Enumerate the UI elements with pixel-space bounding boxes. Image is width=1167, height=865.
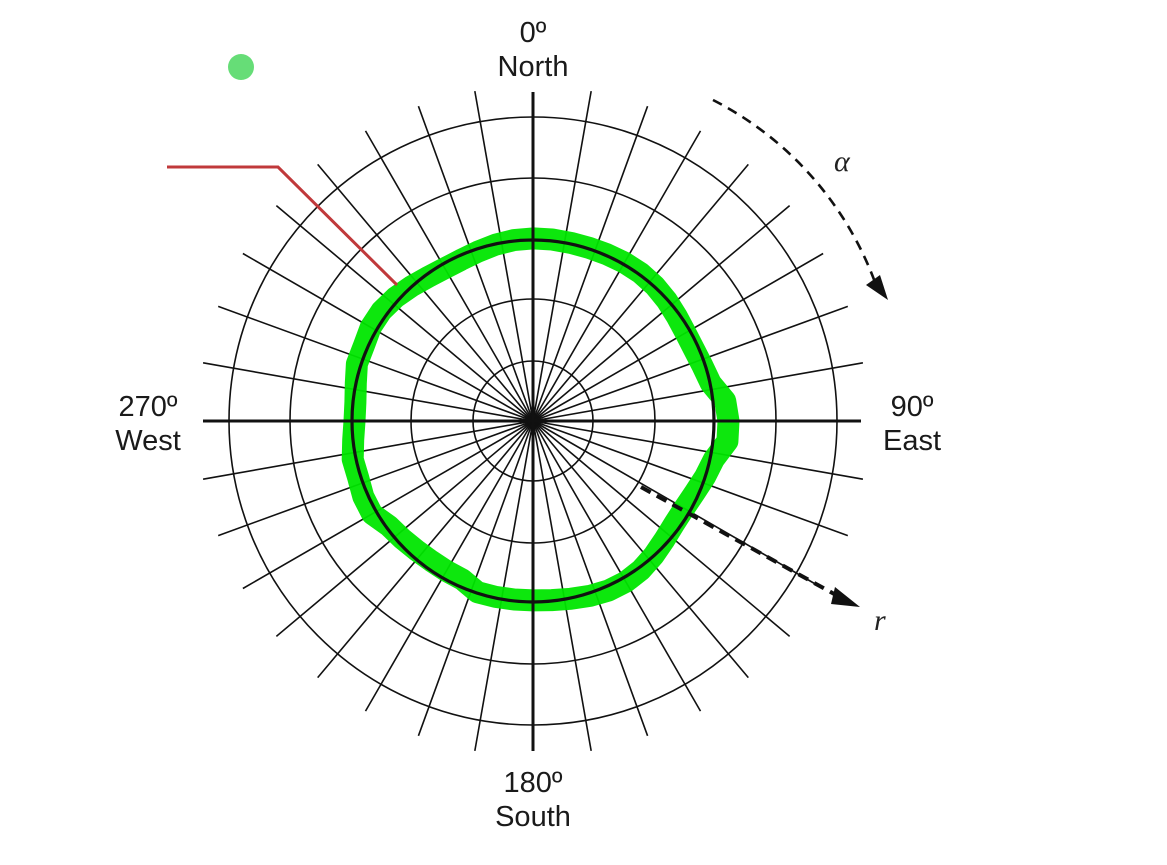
spoke-line <box>532 420 702 712</box>
north-name: North <box>497 51 569 83</box>
spoke-line <box>242 252 534 422</box>
south-label: 180º South <box>473 766 593 834</box>
spoke-line <box>217 420 534 537</box>
angle-arrowhead-icon <box>866 275 888 300</box>
spoke-line <box>532 362 864 422</box>
spoke-line <box>217 305 534 422</box>
east-label: 90º East <box>852 390 972 458</box>
spoke-line <box>532 105 649 422</box>
south-degrees: 180º <box>503 767 563 799</box>
spoke-line <box>532 420 849 537</box>
spoke-line <box>532 163 749 422</box>
north-degrees: 0º <box>519 17 547 49</box>
radius-arrow-icon <box>640 485 846 602</box>
spoke-line <box>532 420 649 737</box>
spoke-line <box>474 420 534 752</box>
west-degrees: 270º <box>118 391 178 423</box>
spoke-line <box>317 163 534 422</box>
spoke-line <box>532 420 592 752</box>
spoke-line <box>202 362 534 422</box>
west-label: 270º West <box>88 390 208 458</box>
spoke-line <box>474 90 534 422</box>
radius-arrowhead-icon <box>831 587 860 607</box>
north-label: 0º North <box>473 16 593 84</box>
spoke-line <box>202 420 534 480</box>
radius-label: r <box>874 604 886 637</box>
main-axes <box>203 92 861 751</box>
angle-arrow-icon <box>712 98 878 286</box>
spoke-line <box>532 90 592 422</box>
east-name: East <box>882 425 942 457</box>
spoke-line <box>242 420 534 590</box>
west-name: West <box>115 425 181 457</box>
spoke-line <box>532 420 864 480</box>
east-degrees: 90º <box>890 391 934 423</box>
marker-dot <box>228 54 254 80</box>
spoke-line <box>532 205 791 422</box>
south-name: South <box>495 801 571 833</box>
leader-line <box>167 165 399 287</box>
alpha-label: α <box>834 145 850 178</box>
spoke-line <box>532 420 749 679</box>
spoke-line <box>275 205 534 422</box>
spoke-line <box>532 130 702 422</box>
